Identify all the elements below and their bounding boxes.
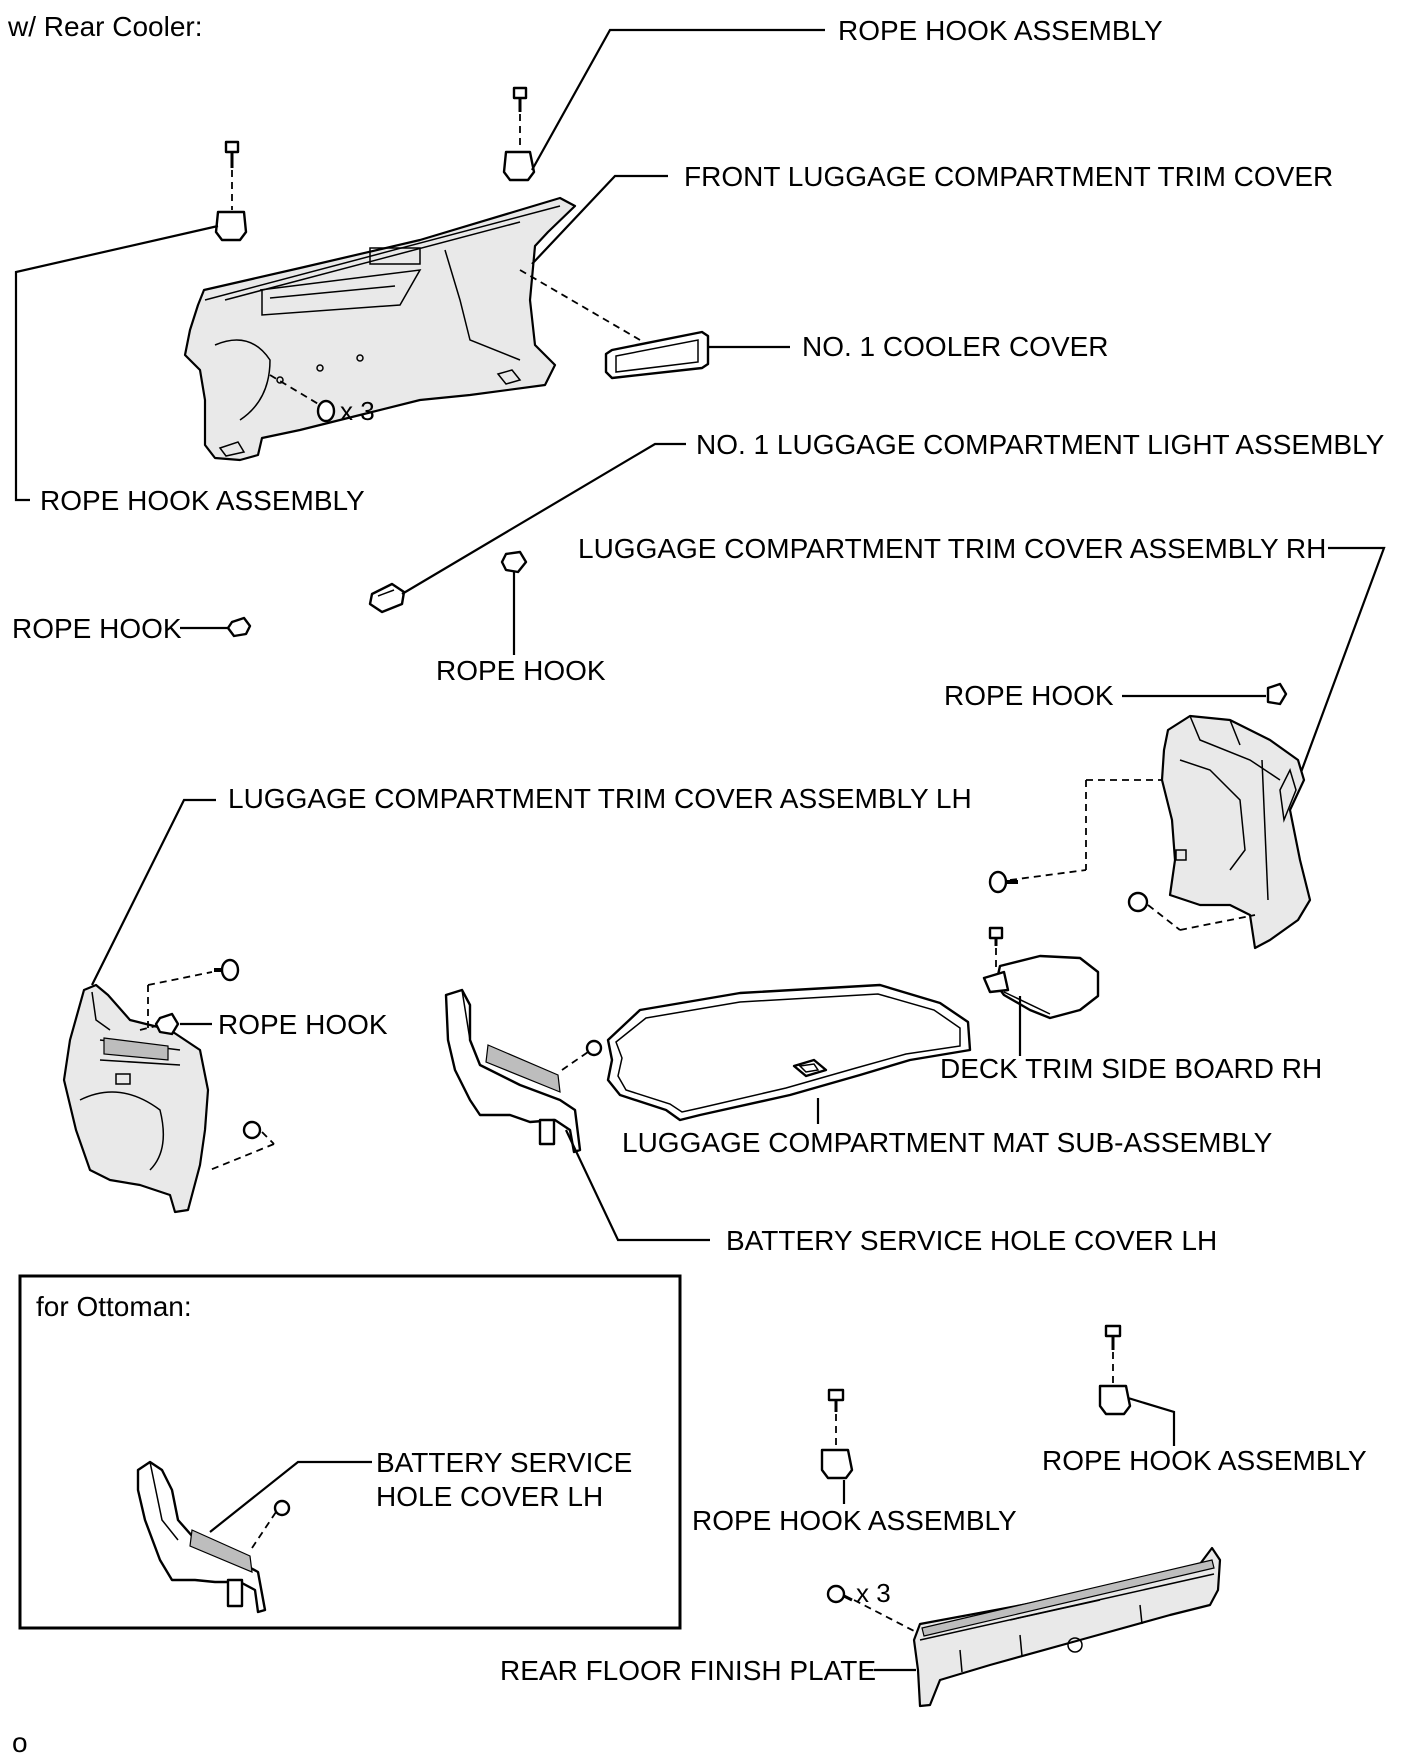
- label-deck-trim-side-board-rh: DECK TRIM SIDE BOARD RH: [940, 1053, 1322, 1084]
- leader-trim-cover-lh: [91, 798, 216, 986]
- label-luggage-mat: LUGGAGE COMPARTMENT MAT SUB-ASSEMBLY: [622, 1127, 1273, 1158]
- clip-quantity: x 3: [340, 396, 375, 426]
- leader-battery-cover-lh: [565, 1129, 710, 1242]
- label-rear-floor-finish-plate: REAR FLOOR FINISH PLATE: [500, 1655, 876, 1686]
- battery-cover-lh-screw: [561, 1039, 603, 1071]
- label-trim-cover-rh: LUGGAGE COMPARTMENT TRIM COVER ASSEMBLY …: [578, 533, 1326, 564]
- label-rope-hook-lh: ROPE HOOK: [218, 1009, 388, 1040]
- rope-hook-assembly-top-left-part: [214, 140, 248, 242]
- label-rope-hook-left: ROPE HOOK: [12, 613, 182, 644]
- illustration-code: o: [12, 1727, 28, 1758]
- finish-plate-screw-quantity: x 3: [856, 1578, 891, 1608]
- clip-part: x 3: [269, 374, 375, 426]
- label-no1-light-assembly: NO. 1 LUGGAGE COMPARTMENT LIGHT ASSEMBLY: [696, 429, 1385, 460]
- finish-plate-screws: x 3: [826, 1578, 917, 1633]
- rope-hook-rh-part: [1266, 682, 1288, 706]
- deck-trim-side-board-rh-part: [982, 954, 1100, 1020]
- leader-rope-hook-assembly-right: [1127, 1396, 1176, 1446]
- rope-hook-left-part: [226, 616, 252, 638]
- luggage-mat-part: [606, 983, 972, 1122]
- label-rope-hook-assembly-left: ROPE HOOK ASSEMBLY: [40, 485, 365, 516]
- no1-cooler-cover-part: [519, 269, 710, 380]
- battery-service-hole-cover-lh-part: [444, 988, 582, 1154]
- trim-cover-lh-part: [62, 983, 210, 1214]
- no1-light-assembly-part: [368, 582, 406, 614]
- leader-battery-cover-lh-ottoman: [209, 1460, 372, 1533]
- trim-cover-lh-fasteners: [139, 958, 275, 1171]
- deck-trim-screw: [988, 926, 1004, 972]
- label-battery-cover-lh-ottoman-line1: BATTERY SERVICE: [376, 1447, 632, 1478]
- rope-hook-center-part: [500, 550, 528, 574]
- label-battery-cover-lh: BATTERY SERVICE HOLE COVER LH: [726, 1225, 1217, 1256]
- variant-heading-rear-cooler: w/ Rear Cooler:: [7, 11, 203, 42]
- label-rope-hook-center: ROPE HOOK: [436, 655, 606, 686]
- rear-floor-finish-plate-part: [912, 1546, 1222, 1708]
- label-rope-hook-assembly-mid: ROPE HOOK ASSEMBLY: [692, 1505, 1017, 1536]
- label-battery-cover-lh-ottoman-line2: HOLE COVER LH: [376, 1481, 603, 1512]
- battery-service-hole-cover-lh-ottoman-part: [136, 1460, 267, 1614]
- label-rope-hook-assembly-top: ROPE HOOK ASSEMBLY: [838, 15, 1163, 46]
- variant-heading-ottoman: for Ottoman:: [36, 1291, 192, 1322]
- label-trim-cover-lh: LUGGAGE COMPARTMENT TRIM COVER ASSEMBLY …: [228, 783, 972, 814]
- trim-cover-rh-part: [1160, 714, 1312, 950]
- ottoman-variant-box: for Ottoman: BATTERY SERVICE HOLE COVER …: [18, 1274, 682, 1630]
- label-rope-hook-assembly-right: ROPE HOOK ASSEMBLY: [1042, 1445, 1367, 1476]
- front-luggage-trim-cover-part: [183, 196, 577, 462]
- leader-rope-hook-assembly-left: [14, 224, 219, 502]
- battery-cover-lh-ottoman-screw: [251, 1499, 291, 1549]
- label-rope-hook-rh: ROPE HOOK: [944, 680, 1114, 711]
- label-no1-cooler-cover: NO. 1 COOLER COVER: [802, 331, 1109, 362]
- rope-hook-assembly-right-part: [1098, 1324, 1132, 1416]
- leader-no1-light-assembly: [401, 442, 686, 595]
- leader-trim-cover-rh: [1298, 546, 1386, 776]
- rope-hook-assembly-top-right-part: [502, 86, 536, 182]
- leader-front-luggage-trim-cover: [531, 174, 668, 265]
- rope-hook-assembly-mid-part: [820, 1388, 854, 1480]
- leader-rope-hook-assembly-top: [531, 28, 825, 171]
- label-front-luggage-trim-cover: FRONT LUGGAGE COMPARTMENT TRIM COVER: [684, 161, 1333, 192]
- trim-cover-rh-fasteners: [988, 779, 1256, 931]
